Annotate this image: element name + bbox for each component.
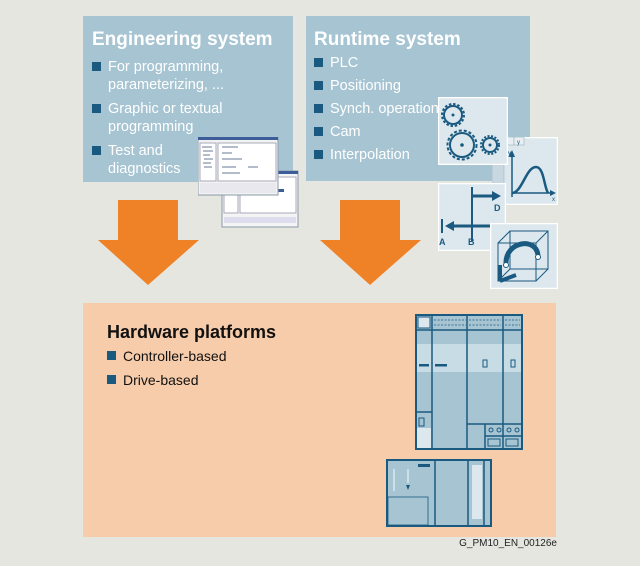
list-item: Interpolation	[314, 146, 454, 164]
drive-system-hardware-icon	[415, 314, 523, 450]
list-item: Controller-based	[107, 347, 307, 365]
list-item: Cam	[314, 123, 454, 141]
runtime-list: PLC Positioning Synch. operation Cam Int…	[314, 54, 454, 164]
software-screenshot-icon	[198, 137, 299, 228]
bullet-icon	[107, 351, 116, 360]
interpolation-cube-icon	[490, 223, 558, 289]
bullet-icon	[92, 146, 101, 155]
arrow-down-icon	[320, 200, 421, 285]
list-item: Synch. operation	[314, 100, 454, 118]
position-a-label: A	[439, 237, 446, 247]
graph-x-label: x	[552, 197, 555, 203]
engineering-title: Engineering system	[92, 29, 273, 50]
graph-y-label: y	[508, 151, 512, 157]
position-b-label: B	[468, 237, 475, 247]
list-item: PLC	[314, 54, 454, 72]
controller-hardware-icon	[386, 459, 492, 527]
bullet-icon	[314, 81, 323, 90]
bullet-icon	[314, 104, 323, 113]
list-item: For programming, parameterizing, ...	[92, 58, 242, 94]
bullet-icon	[314, 127, 323, 136]
runtime-title: Runtime system	[314, 29, 461, 50]
list-item: Positioning	[314, 77, 454, 95]
graph-y-tab: y	[517, 140, 520, 146]
hardware-title: Hardware platforms	[107, 322, 277, 342]
bullet-icon	[314, 150, 323, 159]
figure-caption: G_PM10_EN_00126e	[459, 538, 557, 549]
bullet-icon	[314, 58, 323, 67]
bullet-icon	[92, 62, 101, 71]
bullet-icon	[107, 375, 116, 384]
bullet-icon	[92, 104, 101, 113]
list-item: Graphic or textual programming	[92, 100, 242, 136]
hardware-list: Controller-based Drive-based	[107, 347, 307, 389]
engineering-system-panel: Engineering system For programming, para…	[83, 16, 293, 182]
engineering-list: For programming, parameterizing, ... Gra…	[92, 58, 242, 178]
gears-icon	[438, 97, 508, 165]
arrow-down-icon	[98, 200, 199, 285]
position-d-label: D	[494, 203, 501, 213]
list-item: Test and diagnostics	[92, 142, 198, 178]
list-item: Drive-based	[107, 371, 307, 389]
